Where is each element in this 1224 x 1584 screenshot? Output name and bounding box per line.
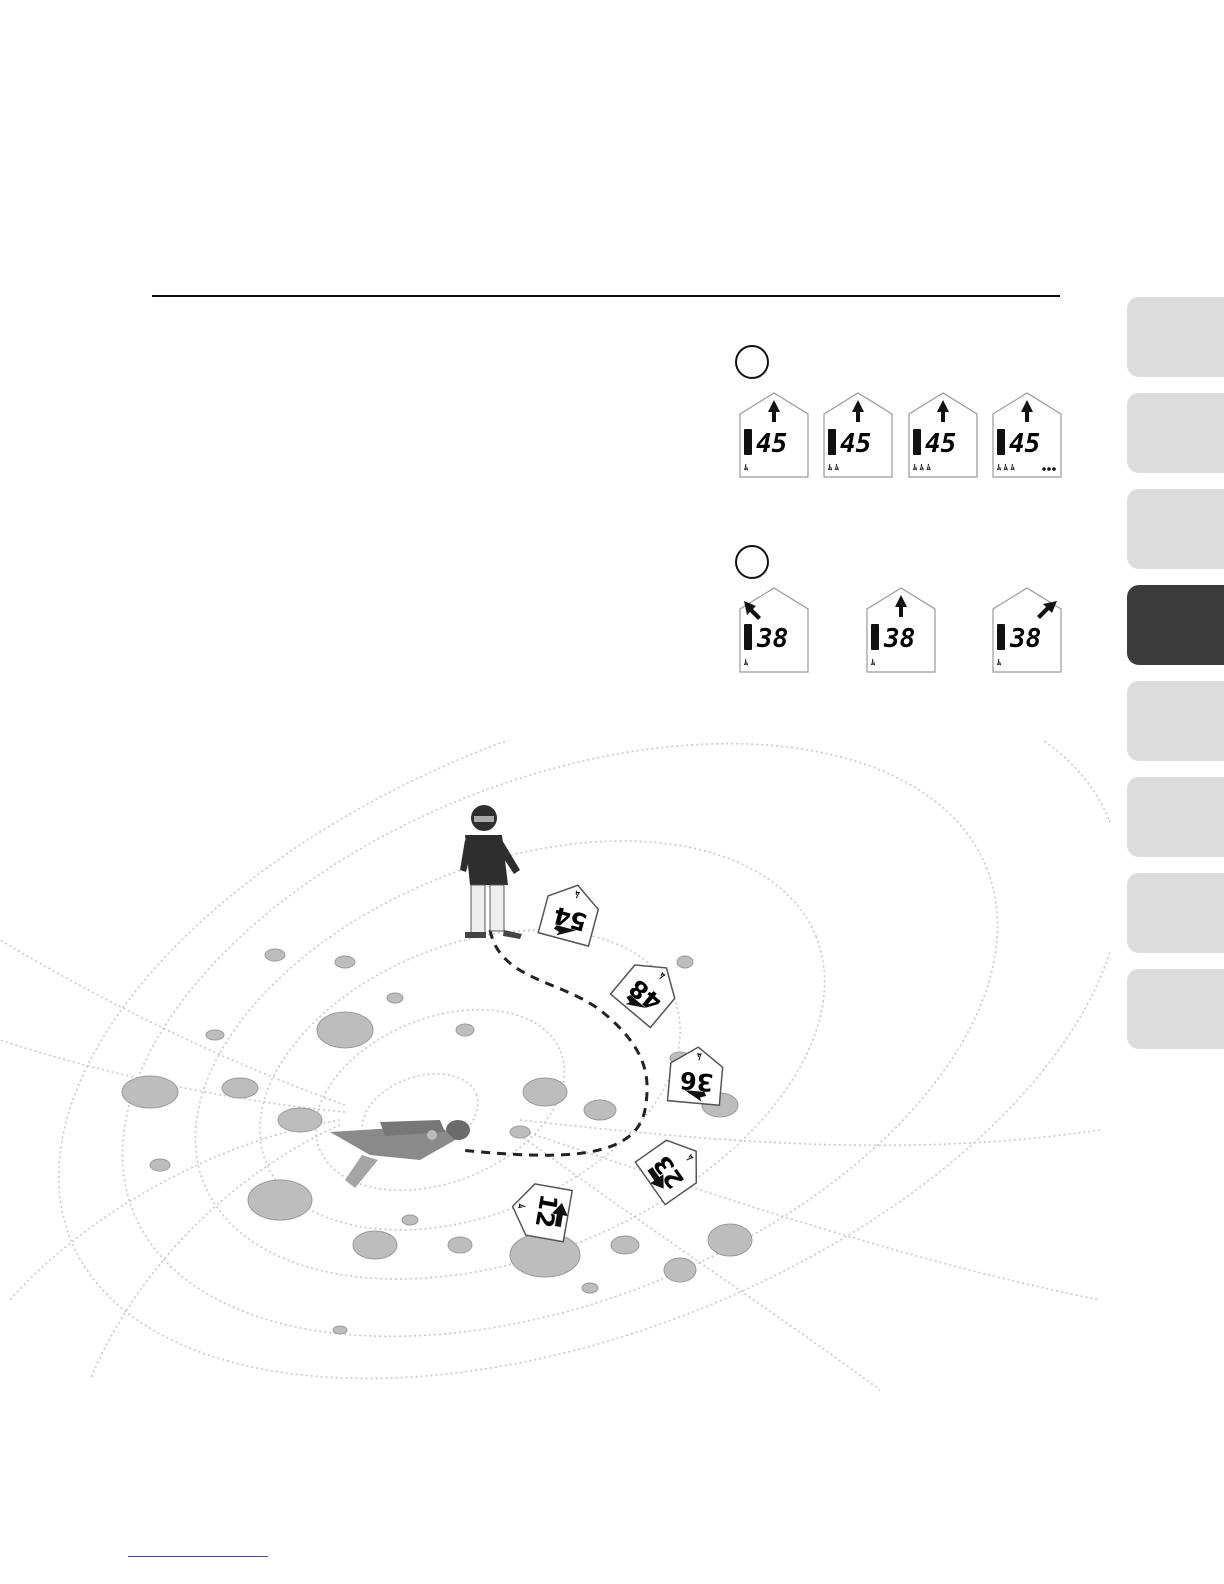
- device-display-a1: 45 ﾑ: [739, 392, 809, 478]
- device-display-a4: 45 ﾑ ﾑ ﾑ: [992, 392, 1062, 478]
- distance-readout: 45: [756, 429, 787, 459]
- search-scene: 54 ﾑ 48 ﾑ 36 ﾑ 23 ﾑ 12 ﾑ: [0, 740, 1110, 1404]
- section-tab-7[interactable]: [1127, 873, 1224, 953]
- victim-marker-icon: ﾑ: [744, 658, 748, 667]
- distance-readout: 45: [840, 429, 871, 459]
- distance-readout: 38: [883, 624, 915, 654]
- battery-icon: [871, 624, 879, 650]
- path-reading-23: 23 ﾑ: [635, 1130, 711, 1205]
- section-tab-6[interactable]: [1127, 777, 1224, 857]
- device-display-b2: 38 ﾑ: [866, 587, 936, 673]
- distance-readout: 38: [756, 624, 788, 654]
- distance-readout: 38: [1009, 624, 1041, 654]
- victim-marker-icon: ﾑ: [871, 658, 875, 667]
- battery-icon: [744, 429, 752, 455]
- section-tab-1[interactable]: [1127, 297, 1224, 377]
- device-display-a2: 45 ﾑ ﾑ: [823, 392, 893, 478]
- section-tab-4-active[interactable]: [1127, 585, 1224, 665]
- header-rule: [152, 295, 1060, 297]
- device-display-a3: 45 ﾑ ﾑ ﾑ: [908, 392, 978, 478]
- figure-b-marker: [735, 545, 769, 579]
- search-path: [460, 930, 647, 1155]
- victim-marker-icon: ﾑ ﾑ: [828, 463, 839, 472]
- battery-icon: [913, 429, 921, 455]
- device-display-b3: 38 ﾑ: [992, 587, 1062, 673]
- section-tab-3[interactable]: [1127, 489, 1224, 569]
- victim-marker-icon: ﾑ ﾑ ﾑ: [997, 463, 1015, 472]
- victim-marker-icon: ﾑ: [997, 658, 1001, 667]
- battery-icon: [828, 429, 836, 455]
- section-tab-5[interactable]: [1127, 681, 1224, 761]
- more-victims-icon: [1042, 467, 1056, 471]
- section-tab-8[interactable]: [1127, 969, 1224, 1049]
- rescuer-figure: [460, 805, 522, 939]
- footer-link-underline[interactable]: [128, 1556, 268, 1557]
- victim-marker-icon: ﾑ: [744, 463, 748, 472]
- victim-marker-icon: ﾑ ﾑ ﾑ: [913, 463, 931, 472]
- flux-line-field: [0, 740, 1110, 1400]
- path-reading-48: 48 ﾑ: [611, 951, 687, 1027]
- path-reading-12: 12 ﾑ: [508, 1181, 572, 1242]
- battery-icon: [997, 429, 1005, 455]
- battery-icon: [997, 624, 1005, 650]
- section-tab-2[interactable]: [1127, 393, 1224, 473]
- battery-icon: [744, 624, 752, 650]
- distance-readout: 45: [925, 429, 956, 459]
- figure-a-marker: [735, 345, 769, 379]
- distance-readout: 45: [1009, 429, 1040, 459]
- device-display-b1: 38 ﾑ: [739, 587, 809, 673]
- buried-victim-figure: [330, 1120, 470, 1188]
